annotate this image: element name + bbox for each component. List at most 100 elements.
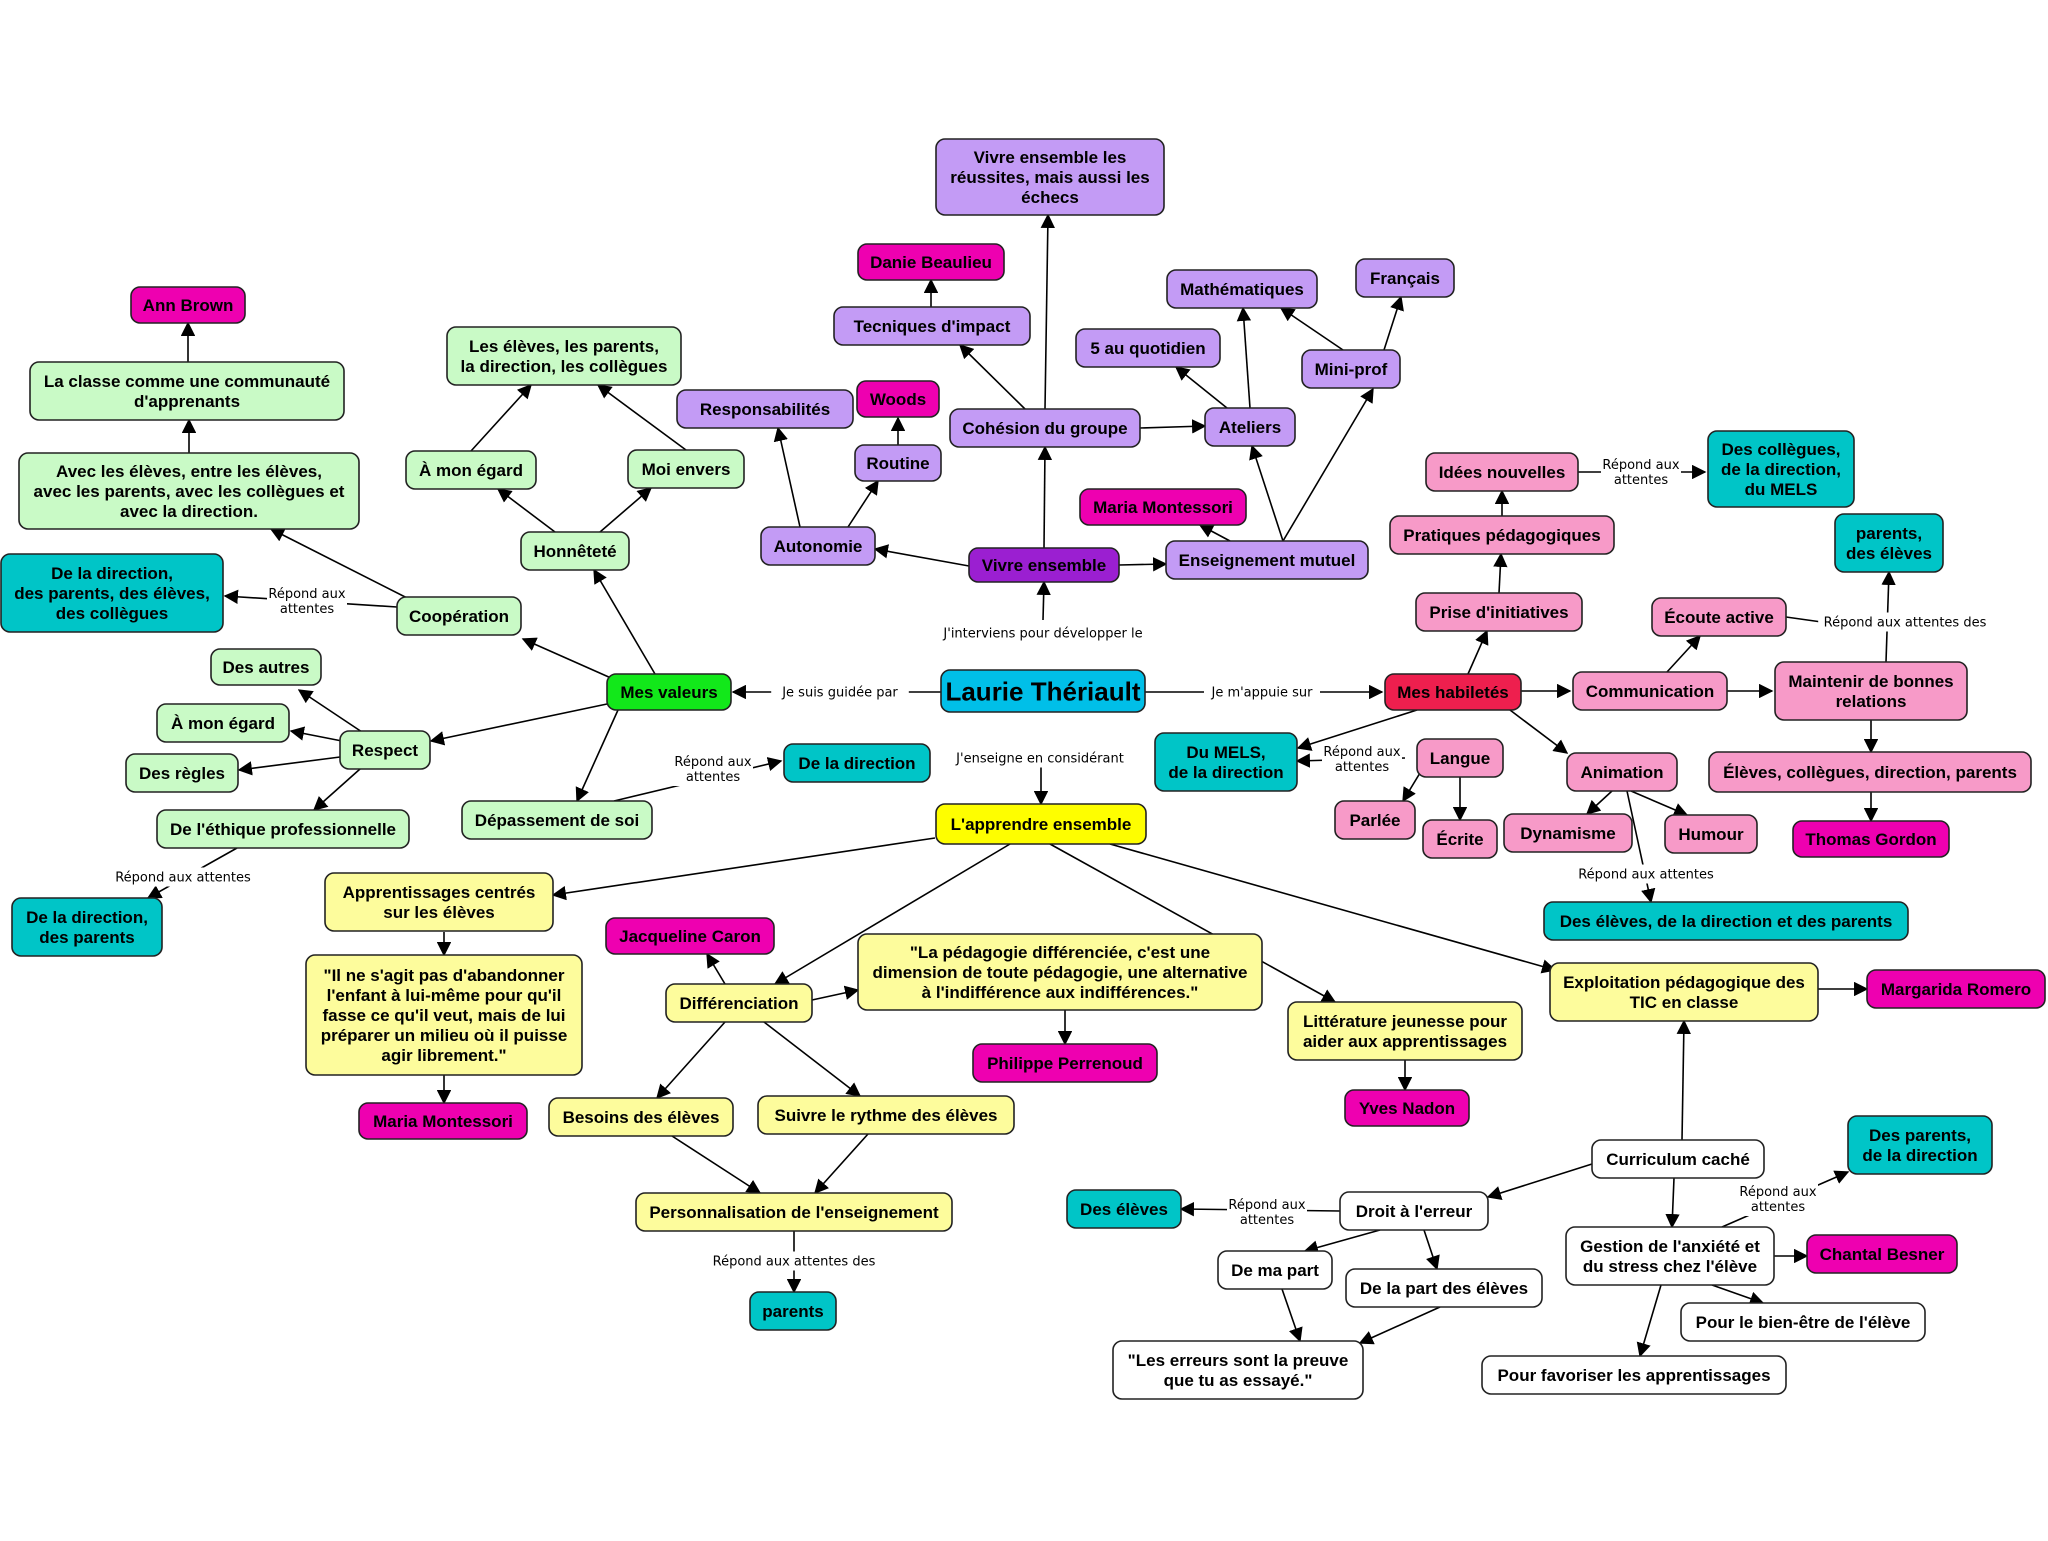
concept-node-parentseleves[interactable]: parents,des élèves bbox=[1834, 513, 1944, 573]
concept-node-desregles[interactable]: Des règles bbox=[125, 753, 239, 793]
concept-node-responsabilites[interactable]: Responsabilités bbox=[676, 389, 854, 429]
concept-node-maria2[interactable]: Maria Montessori bbox=[358, 1102, 528, 1140]
concept-node-label-line: Mathématiques bbox=[1180, 280, 1304, 299]
concept-node-dynamisme[interactable]: Dynamisme bbox=[1503, 813, 1633, 853]
concept-node-miniprof[interactable]: Mini-prof bbox=[1301, 349, 1401, 389]
concept-node-prise[interactable]: Prise d'initiatives bbox=[1415, 592, 1583, 632]
concept-node-humour[interactable]: Humour bbox=[1664, 814, 1758, 854]
concept-node-ethique[interactable]: De l'éthique professionnelle bbox=[156, 809, 410, 849]
concept-node-autonomie[interactable]: Autonomie bbox=[760, 526, 876, 566]
concept-node-cohesion[interactable]: Cohésion du groupe bbox=[949, 408, 1141, 448]
concept-node-annbrown[interactable]: Ann Brown bbox=[130, 286, 246, 324]
concept-node-parents[interactable]: parents bbox=[749, 1291, 837, 1331]
concept-node-label-line: avec la direction. bbox=[120, 502, 258, 521]
concept-node-idees[interactable]: Idées nouvelles bbox=[1425, 452, 1579, 492]
concept-node-routine[interactable]: Routine bbox=[854, 444, 942, 482]
link-line bbox=[1249, 444, 1284, 542]
concept-node-droit[interactable]: Droit à l'erreur bbox=[1339, 1191, 1489, 1231]
concept-node-label-line: Personnalisation de l'enseignement bbox=[649, 1203, 939, 1222]
concept-node-animation[interactable]: Animation bbox=[1566, 752, 1678, 792]
concept-node-tecniques[interactable]: Tecniques d'impact bbox=[833, 306, 1031, 346]
concept-node-ecdp[interactable]: Élèves, collègues, direction, parents bbox=[1708, 751, 2032, 793]
link-label: J'enseigne en considérant bbox=[946, 748, 1134, 768]
concept-node-dldpe[interactable]: De la direction,des parents, des élèves,… bbox=[0, 553, 224, 633]
concept-node-label-line: Jacqueline Caron bbox=[619, 927, 761, 946]
concept-node-ecrite[interactable]: Écrite bbox=[1422, 819, 1498, 859]
concept-node-box bbox=[605, 917, 775, 955]
concept-node-jacqueline[interactable]: Jacqueline Caron bbox=[605, 917, 775, 955]
concept-node-delapart[interactable]: De la part des élèves bbox=[1345, 1268, 1543, 1308]
concept-node-amonegard1[interactable]: À mon égard bbox=[405, 450, 537, 490]
concept-node-honnetete[interactable]: Honnêteté bbox=[520, 531, 630, 571]
concept-node-label: parents,des élèves bbox=[1846, 524, 1932, 563]
concept-node-pourfav[interactable]: Pour favoriser les apprentissages bbox=[1481, 1355, 1787, 1395]
concept-node-langue[interactable]: Langue bbox=[1416, 738, 1504, 778]
concept-node-parlee[interactable]: Parlée bbox=[1334, 800, 1416, 840]
concept-node-ecoute[interactable]: Écoute active bbox=[1651, 597, 1787, 637]
concept-node-leseleves[interactable]: Les élèves, les parents,la direction, le… bbox=[446, 326, 682, 386]
concept-node-cinq[interactable]: 5 au quotidien bbox=[1075, 328, 1221, 368]
concept-node-ateliers[interactable]: Ateliers bbox=[1204, 407, 1296, 447]
concept-node-besoins[interactable]: Besoins des élèves bbox=[548, 1097, 734, 1137]
concept-node-dumels[interactable]: Du MELS,de la direction bbox=[1154, 732, 1298, 792]
concept-node-dcdm[interactable]: Des collègues,de la direction,du MELS bbox=[1707, 430, 1855, 508]
concept-node-personnalisation[interactable]: Personnalisation de l'enseignement bbox=[635, 1192, 953, 1232]
concept-node-label-line: préparer un milieu où il puisse bbox=[321, 1026, 568, 1045]
concept-node-yves[interactable]: Yves Nadon bbox=[1344, 1089, 1470, 1127]
concept-node-chantal[interactable]: Chantal Besner bbox=[1806, 1234, 1958, 1274]
concept-node-root[interactable]: Laurie Thériault bbox=[940, 669, 1146, 713]
concept-node-amonegard2[interactable]: À mon égard bbox=[156, 703, 290, 743]
concept-node-maria1[interactable]: Maria Montessori bbox=[1079, 488, 1247, 526]
concept-node-respect[interactable]: Respect bbox=[339, 730, 431, 770]
concept-node-danie[interactable]: Danie Beaulieu bbox=[857, 243, 1005, 281]
concept-node-desevesdp[interactable]: Des élèves, de la direction et des paren… bbox=[1543, 901, 1909, 941]
link-label-text: J'interviens pour développer le bbox=[942, 627, 1142, 642]
concept-node-suivre[interactable]: Suivre le rythme des élèves bbox=[757, 1095, 1015, 1135]
concept-node-meshabiletes[interactable]: Mes habiletés bbox=[1384, 673, 1522, 711]
concept-node-demapart[interactable]: De ma part bbox=[1217, 1250, 1333, 1290]
concept-node-dldp[interactable]: De la direction,des parents bbox=[11, 897, 163, 957]
concept-node-curriculum[interactable]: Curriculum caché bbox=[1591, 1139, 1765, 1179]
concept-node-thomas[interactable]: Thomas Gordon bbox=[1792, 820, 1950, 858]
concept-node-philippe[interactable]: Philippe Perrenoud bbox=[972, 1043, 1158, 1083]
concept-node-pourbien[interactable]: Pour le bien-être de l'élève bbox=[1680, 1302, 1926, 1342]
concept-node-mesvaleurs[interactable]: Mes valeurs bbox=[606, 673, 732, 711]
concept-node-maths[interactable]: Mathématiques bbox=[1166, 269, 1318, 309]
link-line bbox=[773, 843, 1011, 985]
concept-node-communication[interactable]: Communication bbox=[1572, 671, 1728, 711]
concept-node-label-line: des collègues bbox=[56, 604, 168, 623]
concept-node-aveceleves[interactable]: Avec les élèves, entre les élèves,avec l… bbox=[18, 452, 360, 530]
concept-node-differenciation[interactable]: Différenciation bbox=[665, 983, 813, 1023]
concept-node-apprendre[interactable]: L'apprendre ensemble bbox=[935, 803, 1147, 845]
concept-node-deseleves[interactable]: Des élèves bbox=[1066, 1189, 1182, 1229]
concept-node-depassement[interactable]: Dépassement de soi bbox=[461, 800, 653, 840]
concept-node-francais[interactable]: Français bbox=[1355, 258, 1455, 298]
concept-node-woods[interactable]: Woods bbox=[856, 380, 940, 418]
concept-node-dpdd[interactable]: Des parents,de la direction bbox=[1847, 1115, 1993, 1175]
concept-node-label: Chantal Besner bbox=[1820, 1245, 1945, 1264]
concept-node-vivre[interactable]: Vivre ensemble bbox=[968, 547, 1120, 583]
concept-node-box bbox=[757, 1095, 1015, 1135]
concept-node-cooperation[interactable]: Coopération bbox=[396, 596, 522, 636]
concept-node-label: Margarida Romero bbox=[1881, 980, 2031, 999]
concept-node-deladirection[interactable]: De la direction bbox=[783, 743, 931, 783]
concept-node-enseignement[interactable]: Enseignement mutuel bbox=[1165, 540, 1369, 580]
concept-node-moienvers[interactable]: Moi envers bbox=[627, 449, 745, 489]
concept-node-margarida[interactable]: Margarida Romero bbox=[1866, 969, 2046, 1009]
link-label-line: attentes bbox=[1240, 1213, 1294, 1228]
concept-node-pratiques[interactable]: Pratiques pédagogiques bbox=[1389, 515, 1615, 555]
concept-node-label-line: Maria Montessori bbox=[1093, 498, 1233, 517]
concept-node-desautres[interactable]: Des autres bbox=[210, 648, 322, 686]
link-label-background bbox=[946, 748, 1134, 768]
